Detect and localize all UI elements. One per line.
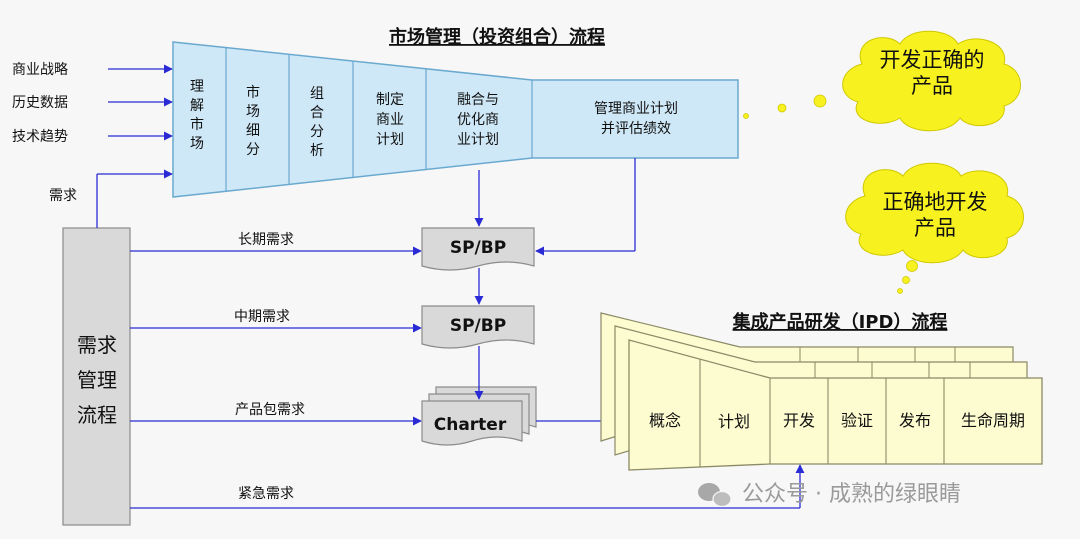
charter-doc-label: Charter [434, 415, 507, 435]
funnel-stage-understand-market: 理解市场 [190, 79, 204, 152]
sp-bp-doc-2 [421, 305, 535, 349]
demand-mgmt-label: 需求管理流程 [77, 333, 117, 427]
ipd-process-title: 集成产品研发（IPD）流程 [732, 311, 948, 333]
watermark-text: 公众号 · 成熟的绿眼睛 [742, 482, 961, 507]
ipd-stage-lifecycle: 生命周期 [961, 411, 1025, 430]
flow-long-term-label: 长期需求 [238, 232, 294, 248]
funnel-stage-portfolio-analysis: 组合分析 [310, 86, 324, 159]
sp-bp-doc-1-label: SP/BP [450, 238, 506, 258]
demand-mgmt-box [62, 227, 131, 526]
market-funnel [172, 41, 739, 198]
flow-urgent-label: 紧急需求 [238, 486, 294, 502]
ipd-stage-release: 发布 [899, 411, 931, 430]
flow-package-label: 产品包需求 [235, 402, 305, 418]
wechat-icon [698, 483, 732, 508]
input-history-data: 历史数据 [12, 95, 68, 111]
ipd-stage-develop: 开发 [783, 411, 815, 430]
funnel-stage-manage-evaluate: 管理商业计划并评估绩效 [594, 101, 678, 137]
cloud-bottom-text: 正确地开发产品 [883, 190, 988, 240]
input-tech-trend: 技术趋势 [12, 129, 68, 145]
ipd-stage-verify: 验证 [841, 411, 873, 430]
charter-doc-stack [421, 386, 537, 446]
sp-bp-doc-1 [421, 227, 535, 271]
input-business-strategy: 商业战略 [12, 62, 68, 78]
market-process-title: 市场管理（投资组合）流程 [389, 26, 605, 48]
cloud-develop-product-right [845, 162, 1024, 294]
ipd-stage-plan: 计划 [718, 412, 750, 431]
sp-bp-doc-2-label: SP/BP [450, 316, 506, 336]
cloud-top-text: 开发正确的产品 [880, 48, 985, 98]
funnel-stage-optimize-plan: 融合与优化商业计划 [457, 92, 499, 148]
funnel-stage-make-plan: 制定商业计划 [376, 92, 404, 148]
ipd-stage-concept: 概念 [649, 411, 681, 430]
ipd-funnel-front [628, 339, 1043, 471]
flow-mid-term-label: 中期需求 [234, 309, 290, 325]
demand-up-label: 需求 [49, 188, 77, 204]
funnel-stage-market-segment: 市场细分 [246, 84, 260, 158]
cloud-develop-right-product [743, 30, 1021, 132]
